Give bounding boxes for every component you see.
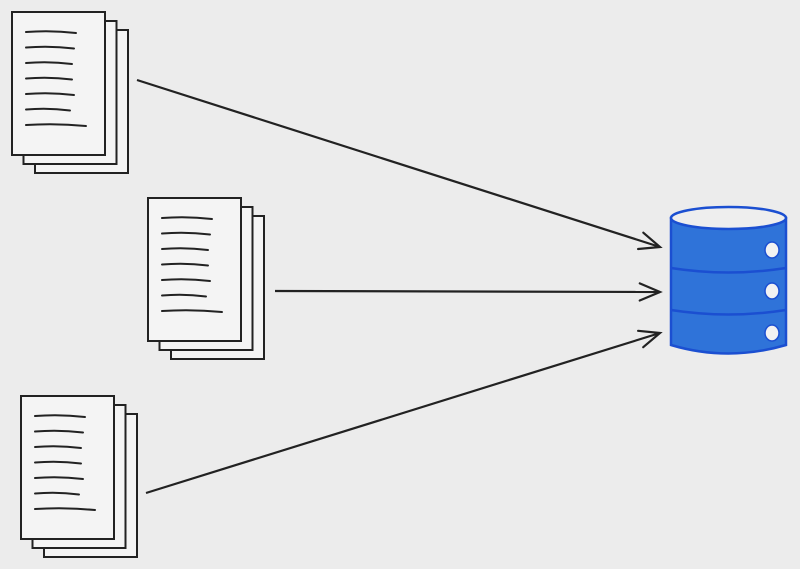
text-line [25,107,71,112]
text-line [161,309,223,313]
arrow-1 [136,78,663,251]
database-icon [669,205,788,355]
arrow-3 [145,329,663,495]
document-stack-3 [20,395,138,558]
arrow-line [274,289,661,294]
document-stack-1 [11,11,129,174]
database-indicator [764,282,780,300]
text-line [25,123,87,127]
arrow-2 [274,282,663,302]
text-line [25,76,73,81]
text-line [34,507,96,511]
text-line [161,293,207,298]
text-line [161,216,213,220]
text-line [25,45,75,50]
database-body [669,216,788,355]
text-line [25,30,77,34]
document-page [20,395,115,540]
text-line [34,445,82,449]
text-line [161,247,209,251]
arrow-head [636,231,663,251]
database-indicator [764,324,780,342]
database-divider [670,308,787,316]
arrow-head [637,329,663,349]
arrow-line [136,78,661,249]
document-stack-2 [147,197,265,360]
text-line [34,429,84,434]
text-line [161,262,209,267]
database-divider [670,266,787,274]
database-indicator [764,241,780,259]
text-line [161,278,211,282]
text-line [34,476,84,480]
database-top [669,205,788,231]
arrow-head [638,282,663,302]
text-line [25,61,73,65]
text-line [34,491,80,496]
text-line [34,414,86,418]
document-page [147,197,242,342]
text-line [25,92,75,96]
text-line [34,460,82,465]
arrow-line [145,331,661,495]
document-page [11,11,106,156]
text-line [161,231,211,236]
